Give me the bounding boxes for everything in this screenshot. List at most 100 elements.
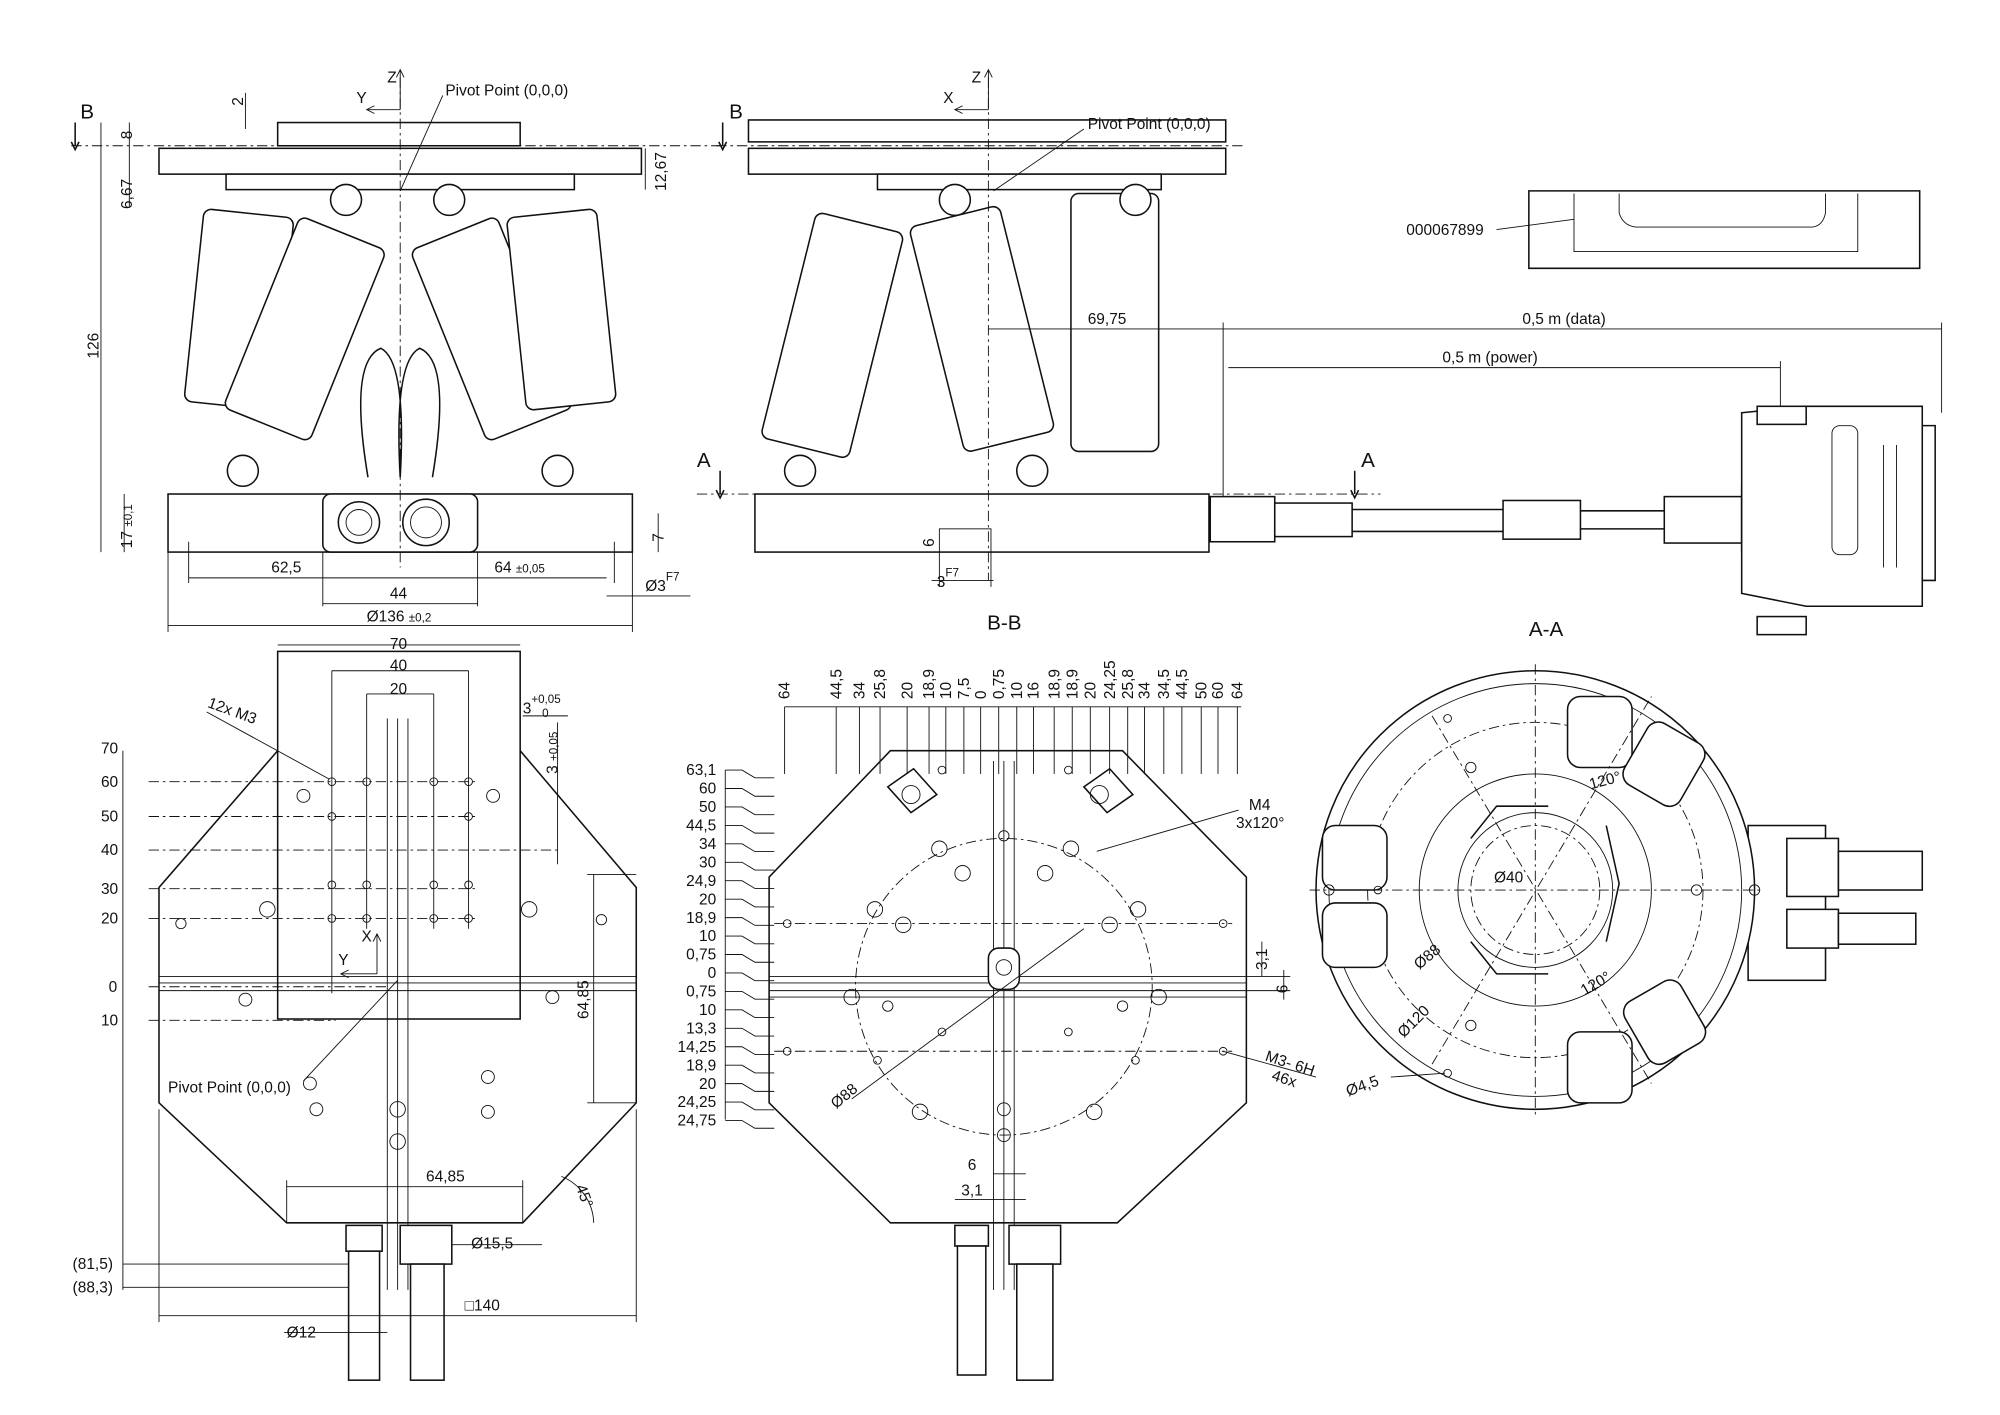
x-label: 64 (1229, 682, 1246, 700)
svg-text:40: 40 (101, 842, 118, 859)
y-label: 63,1 (686, 762, 716, 779)
svg-text:50: 50 (101, 809, 118, 826)
side-view: B Z X Pivot Point (0,0,0) A A 6 3F7 B-B … (696, 68, 1943, 636)
x-label: 0 (973, 691, 990, 700)
x-label: 44,5 (828, 669, 845, 699)
axis-x-label: X (362, 929, 372, 946)
extension-line (725, 788, 775, 797)
axis-y-label: Y (356, 90, 366, 107)
strut (909, 205, 1055, 452)
extension-line (725, 1101, 775, 1111)
section-a-a: A-A 120° 120° Ø40 Ø88 Ø120 Ø4,5 (1309, 618, 1924, 1116)
dim-6: 6 (1275, 985, 1292, 994)
dim-6-67: 6,67 (119, 179, 136, 209)
dim-17: 17 ±0,1 (119, 504, 136, 548)
y-label: 44,5 (686, 818, 716, 835)
svg-text:10: 10 (101, 1012, 118, 1029)
y-axis-labels: 63,1605044,5343024,92018,9100,7500,75101… (678, 762, 775, 1130)
y-axis-labels: 70 60 50 40 30 20 0 10 (101, 740, 118, 1029)
y-label: 24,9 (686, 873, 716, 890)
dim-square-140: □140 (465, 1298, 500, 1315)
pivot-point-label: Pivot Point (0,0,0) (445, 82, 568, 99)
extension-line (725, 824, 775, 834)
dim-3-tol: 3+0,05 (523, 693, 561, 717)
dim-2: 2 (230, 97, 247, 106)
extension-line (725, 1009, 775, 1019)
dim-dia3: Ø3F7 (645, 570, 679, 594)
strut (224, 217, 385, 441)
y-label: 18,9 (686, 910, 716, 927)
dim-3-1-bottom: 3,1 (961, 1183, 983, 1200)
thread-m4: M4 (1249, 797, 1271, 814)
dim-70: 70 (390, 636, 407, 653)
holes-12x-m3: 12x M3 (205, 695, 258, 728)
x-label: 18,9 (1064, 669, 1081, 699)
x-label: 44,5 (1174, 669, 1191, 699)
dim-6: 6 (921, 538, 938, 547)
dim-7: 7 (650, 533, 667, 542)
dim-12-67: 12,67 (653, 152, 670, 191)
dim-20: 20 (390, 681, 407, 698)
x-label: 25,8 (872, 669, 889, 699)
svg-text:0: 0 (109, 979, 118, 996)
strut (761, 212, 904, 459)
y-label: 20 (699, 891, 716, 908)
pivot-point-label: Pivot Point (0,0,0) (1088, 116, 1211, 133)
part-number: 000067899 (1406, 222, 1483, 239)
dim-3-f7: 3F7 (937, 567, 959, 591)
cable-assembly (1209, 405, 1936, 636)
section-mark-b: B (729, 101, 743, 124)
dim-88-3: (88,3) (73, 1279, 113, 1296)
top-view: 70 40 20 3+0,05 0 3 +0,05 12x M3 70 60 5… (73, 636, 638, 1381)
x-label: 34,5 (1156, 669, 1173, 699)
extension-line (725, 1083, 775, 1092)
dim-62-5: 62,5 (271, 560, 301, 577)
svg-text:20: 20 (101, 911, 118, 928)
x-label: 20 (1082, 682, 1099, 699)
dim-dia136: Ø136 ±0,2 (367, 609, 432, 626)
section-mark-b: B (80, 101, 94, 124)
small-holes (1323, 714, 1761, 1078)
extension-line (725, 972, 775, 982)
cable-data-length: 0,5 m (data) (1522, 311, 1605, 328)
y-label: 34 (699, 836, 717, 853)
y-label: 0,75 (686, 984, 716, 1001)
thread-m4-count: 3x120° (1236, 815, 1284, 832)
extension-line (725, 1120, 775, 1129)
pivot-point-label: Pivot Point (0,0,0) (168, 1080, 291, 1097)
x-label: 16 (1026, 682, 1043, 699)
extension-line (725, 861, 775, 871)
x-label: 7,5 (956, 678, 973, 700)
axis-y-label: Y (338, 952, 348, 969)
svg-text:30: 30 (101, 881, 118, 898)
dim-44: 44 (390, 586, 408, 603)
extension-line (725, 1064, 775, 1074)
section-title-a-a: A-A (1529, 618, 1564, 641)
thread-m3-count: 46x (1270, 1067, 1299, 1091)
extension-line (725, 843, 775, 853)
cable-power-length: 0,5 m (power) (1442, 349, 1537, 366)
x-label: 10 (1009, 682, 1026, 699)
dim-8: 8 (119, 131, 136, 140)
dim-69-75: 69,75 (1088, 311, 1127, 328)
section-mark-a: A (1361, 449, 1375, 472)
x-label: 25,8 (1120, 669, 1137, 699)
dim-126: 126 (85, 333, 102, 359)
extension-line (725, 769, 775, 779)
dim-64: 64 ±0,05 (494, 560, 544, 577)
extension-line (725, 990, 775, 1000)
x-label: 0,75 (991, 669, 1008, 699)
dim-64-85-vertical: 64,85 (576, 980, 593, 1019)
extension-line (725, 880, 775, 889)
svg-text:70: 70 (101, 740, 118, 757)
extension-line (725, 1046, 775, 1055)
strut (1070, 192, 1160, 453)
extension-line (725, 1027, 775, 1037)
y-label: 20 (699, 1076, 716, 1093)
x-label: 20 (899, 682, 916, 699)
y-label: 24,25 (678, 1094, 717, 1111)
section-mark-a: A (697, 449, 711, 472)
